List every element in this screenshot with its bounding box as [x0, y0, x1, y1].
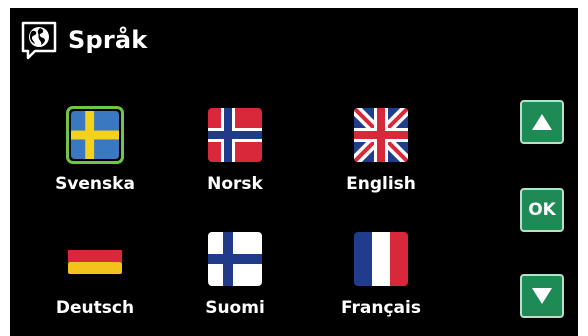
selection-frame: [66, 106, 124, 164]
arrow-up-icon: [532, 114, 552, 130]
norway-flag-icon: [208, 108, 262, 162]
france-flag-icon: [354, 232, 408, 286]
language-option-svenska[interactable]: Svenska: [30, 106, 160, 226]
scroll-up-button[interactable]: [520, 100, 564, 144]
page-title: Språk: [68, 26, 148, 54]
flag-frame: [206, 106, 264, 164]
language-option-english[interactable]: English: [316, 106, 446, 226]
language-label: Norsk: [207, 174, 263, 194]
language-option-suomi[interactable]: Suomi: [170, 230, 300, 336]
finland-flag-icon: [208, 232, 262, 286]
language-option-deutsch[interactable]: Deutsch: [30, 230, 160, 336]
language-option-norsk[interactable]: Norsk: [170, 106, 300, 226]
flag-frame: [352, 230, 410, 288]
language-label: Suomi: [205, 298, 265, 318]
flag-frame: [206, 230, 264, 288]
language-label: English: [346, 174, 416, 194]
ok-button[interactable]: OK: [520, 188, 564, 232]
language-label: Français: [341, 298, 421, 318]
language-option-francais[interactable]: Français: [316, 230, 446, 336]
uk-flag-icon: [354, 108, 408, 162]
language-screen: Språk Svenska Norsk: [10, 8, 578, 336]
germany-flag-icon: [68, 250, 122, 274]
sweden-flag-icon: [71, 111, 119, 159]
header: Språk: [20, 18, 147, 62]
language-label: Deutsch: [55, 298, 135, 318]
flag-frame: [66, 230, 124, 288]
ok-label: OK: [528, 200, 556, 220]
globe-chat-icon: [21, 21, 57, 60]
language-label: Svenska: [55, 174, 135, 194]
scroll-down-button[interactable]: [520, 274, 564, 318]
flag-frame: [352, 106, 410, 164]
arrow-down-icon: [532, 288, 552, 304]
